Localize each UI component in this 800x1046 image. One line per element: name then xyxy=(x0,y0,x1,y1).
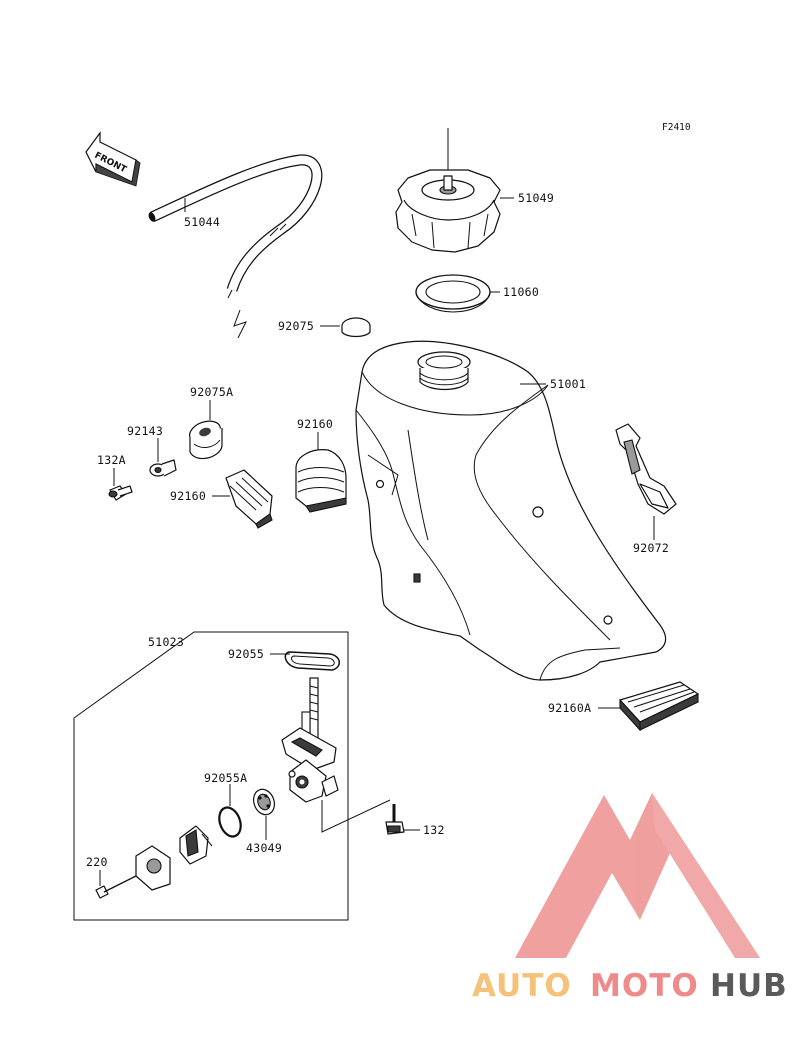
fuel-cock-leader xyxy=(321,799,391,833)
label-92075A: 92075A xyxy=(190,385,233,399)
pad-92160-left xyxy=(225,469,273,529)
figure-code: F2410 xyxy=(662,122,691,133)
bolt-132A xyxy=(108,485,133,501)
label-43049: 43049 xyxy=(246,841,282,855)
label-92160A: 92160A xyxy=(548,701,591,715)
assembly-frame xyxy=(73,631,349,921)
label-92055A: 92055A xyxy=(204,771,247,785)
strap-92072 xyxy=(615,423,677,515)
label-51044: 51044 xyxy=(184,215,220,229)
pad-92160A xyxy=(619,681,699,732)
pad-92160-middle xyxy=(295,449,347,513)
screw-220 xyxy=(95,875,137,899)
fuel-cock-lever xyxy=(179,825,213,865)
label-92055: 92055 xyxy=(228,647,264,661)
hose-break-line xyxy=(233,309,247,339)
label-92160-left: 92160 xyxy=(170,489,206,503)
label-51023: 51023 xyxy=(148,635,184,649)
watermark-middle: MOTO xyxy=(590,968,699,1004)
label-220: 220 xyxy=(86,855,108,869)
fuel-cap-51049 xyxy=(395,169,501,253)
bolt-132 xyxy=(385,804,405,835)
fuel-hose-51044 xyxy=(148,154,323,299)
front-arrow-icon: FRONT xyxy=(85,131,141,187)
plug-92075 xyxy=(341,317,371,338)
label-51001: 51001 xyxy=(550,377,586,391)
watermark-prefix: AUTO xyxy=(472,968,572,1004)
label-132A: 132A xyxy=(97,453,126,467)
label-92072: 92072 xyxy=(633,541,669,555)
fuel-cock-plate xyxy=(135,845,171,891)
label-92143: 92143 xyxy=(127,424,163,438)
label-132: 132 xyxy=(423,823,445,837)
collar-92143 xyxy=(149,459,177,477)
fuel-tank-51001 xyxy=(355,340,667,681)
strainer-43049 xyxy=(253,788,275,816)
cap-gasket-11060 xyxy=(415,274,491,313)
label-11060: 11060 xyxy=(503,285,539,299)
watermark-suffix: HUB xyxy=(710,968,788,1004)
label-51049: 51049 xyxy=(518,191,554,205)
watermark-logo-icon xyxy=(515,793,760,958)
o-ring-92055A xyxy=(218,806,242,838)
damper-92075A xyxy=(188,420,223,460)
gasket-92055 xyxy=(284,651,340,671)
label-92160-middle: 92160 xyxy=(297,417,333,431)
fuel-cock xyxy=(281,677,339,803)
label-92075: 92075 xyxy=(278,319,314,333)
